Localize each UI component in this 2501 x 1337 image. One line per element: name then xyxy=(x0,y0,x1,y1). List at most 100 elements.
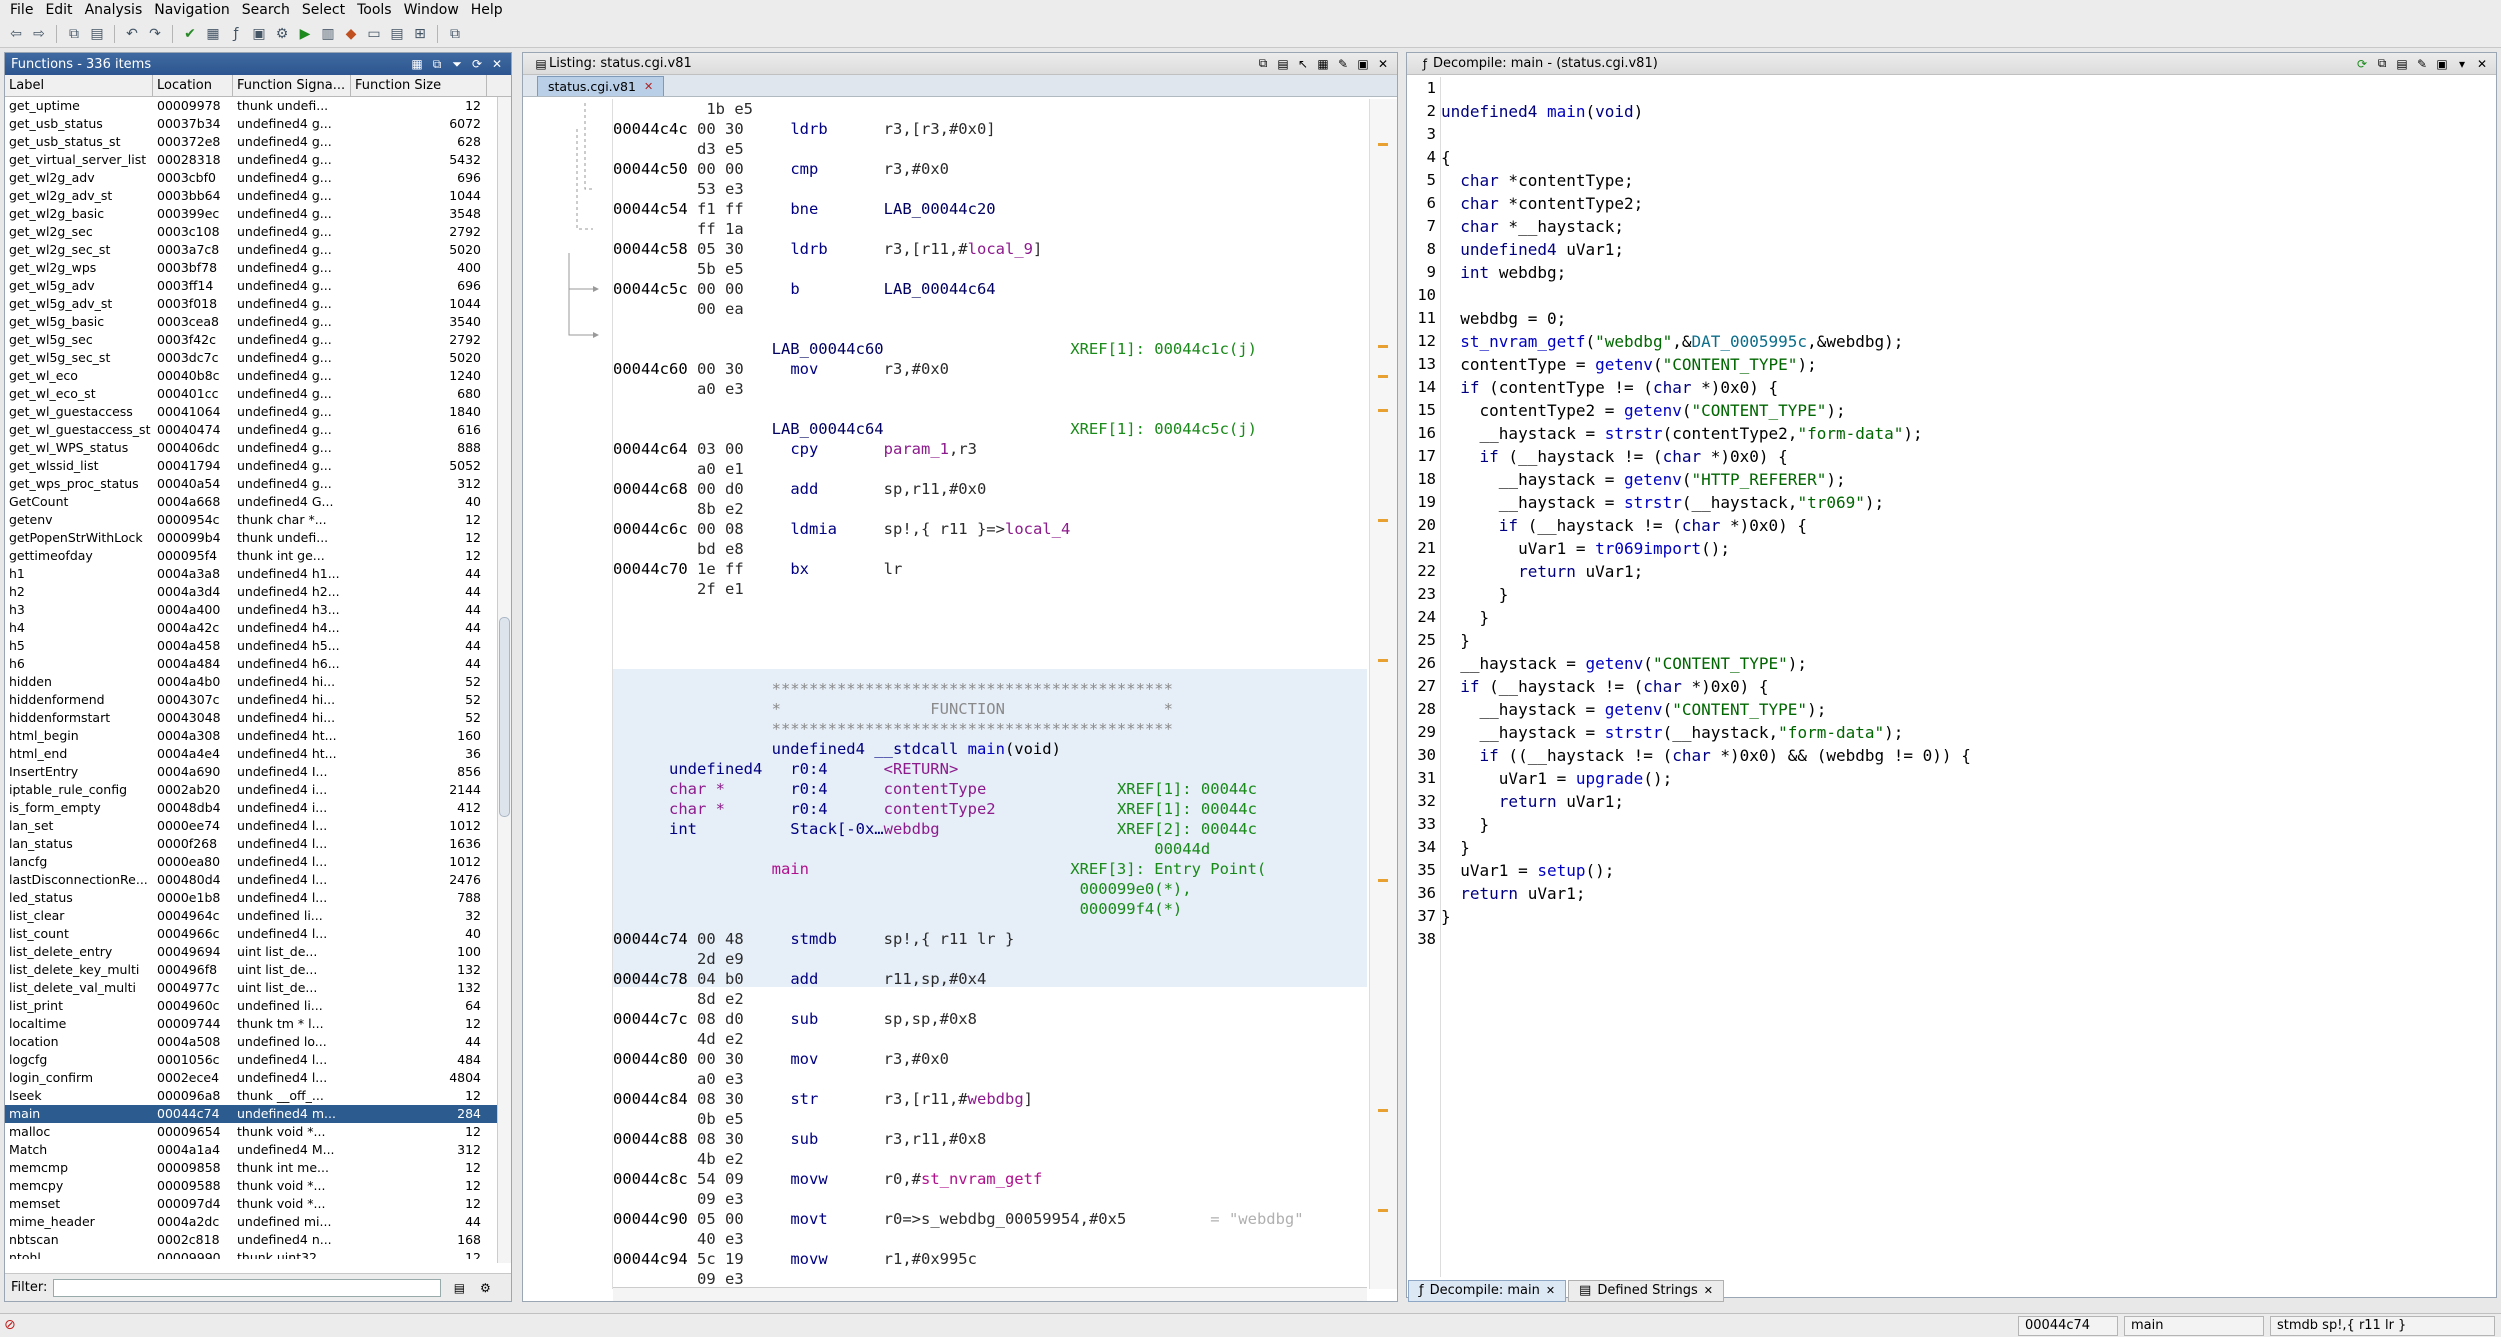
filter-input[interactable] xyxy=(53,1278,442,1297)
column-header-location[interactable]: Location xyxy=(153,75,233,96)
snapshot-icon[interactable]: ▣ xyxy=(1357,56,1369,71)
code-line[interactable] xyxy=(1441,928,2481,951)
paste-icon[interactable]: ▤ xyxy=(90,25,104,42)
menu-tools[interactable]: Tools xyxy=(357,2,392,18)
refresh-icon[interactable]: ⟳ xyxy=(471,57,483,71)
listing-line[interactable]: a0 e3 xyxy=(613,380,744,398)
listing-line[interactable]: 4b e2 xyxy=(613,1150,744,1168)
export-icon[interactable]: ▤ xyxy=(2396,56,2408,71)
listing-line[interactable]: 8b e2 xyxy=(613,500,744,518)
paste-icon[interactable]: ▤ xyxy=(1277,56,1289,71)
menu-icon[interactable]: ▾ xyxy=(2458,56,2466,71)
code-line[interactable]: char *__haystack; xyxy=(1460,217,1625,236)
menu-analysis[interactable]: Analysis xyxy=(84,2,143,18)
copy-icon[interactable]: ⧉ xyxy=(69,25,79,42)
snapshot-icon[interactable]: ▣ xyxy=(2436,56,2448,71)
listing-line[interactable]: 53 e3 xyxy=(613,180,744,198)
column-header-label[interactable]: Label xyxy=(5,75,153,96)
close-icon[interactable]: ✕ xyxy=(2476,56,2488,71)
undo-icon[interactable]: ↶ xyxy=(126,25,138,42)
code-line[interactable]: return uVar1; xyxy=(1518,562,1644,581)
code-line[interactable]: { xyxy=(1441,148,1451,167)
code-line[interactable]: __haystack = getenv("CONTENT_TYPE"); xyxy=(1479,700,1827,719)
code-line[interactable]: contentType = getenv("CONTENT_TYPE"); xyxy=(1460,355,1817,374)
listing-label[interactable]: LAB_00044c64 XREF[1]: 00044c5c(j) xyxy=(613,420,1257,438)
overview-marker[interactable] xyxy=(1378,375,1388,378)
copy-icon[interactable]: ⧉ xyxy=(1258,56,1268,70)
listing-line[interactable]: 5b e5 xyxy=(613,260,744,278)
code-line[interactable]: __haystack = strstr(__haystack,"form-dat… xyxy=(1479,723,1904,742)
listing-line[interactable]: 00044c88 08 30 sub r3,r11,#0x8 xyxy=(613,1130,987,1148)
overview-marker[interactable] xyxy=(1378,659,1388,662)
listing-line[interactable]: 00044c8c 54 09 movw r0,#st_nvram_getf xyxy=(613,1170,1043,1188)
column-header-signature[interactable]: Function Signa... xyxy=(233,75,351,96)
listing-line[interactable]: 2d e9 xyxy=(613,950,744,968)
listing-line[interactable]: 00044c84 08 30 str r3,[r11,#webdbg] xyxy=(613,1090,1033,1108)
decompiler-code[interactable]: undefined4 main(void) { char *contentTyp… xyxy=(1441,77,2481,1277)
listing-line[interactable]: a0 e1 xyxy=(613,460,744,478)
code-line[interactable]: } xyxy=(1441,608,1490,627)
overview-marker[interactable] xyxy=(1378,519,1388,522)
code-line[interactable]: __haystack = strstr(contentType2,"form-d… xyxy=(1479,424,1923,443)
filter-icon[interactable]: ⏷ xyxy=(452,56,462,71)
edit-icon[interactable]: ✎ xyxy=(1337,56,1349,71)
listing-line[interactable]: ff 1a xyxy=(613,220,744,238)
script-icon[interactable]: ▥ xyxy=(321,25,335,42)
code-line[interactable]: char *contentType; xyxy=(1460,171,1634,190)
listing-line[interactable]: 0b e5 xyxy=(613,1110,744,1128)
listing-line[interactable]: 00044c70 1e ff bx lr xyxy=(613,560,903,578)
tab-defined-strings[interactable]: ▤Defined Strings✕ xyxy=(1568,1280,1724,1302)
code-line[interactable]: uVar1 = tr069import(); xyxy=(1518,539,1731,558)
code-line[interactable]: } xyxy=(1441,585,1509,604)
overview-marker[interactable] xyxy=(1378,879,1388,882)
edit-icon[interactable]: ✎ xyxy=(2416,56,2428,71)
table-icon[interactable]: ▦ xyxy=(411,57,423,71)
listing-line[interactable]: 00044c60 00 30 mov r3,#0x0 xyxy=(613,360,949,378)
back-icon[interactable]: ⇦ xyxy=(10,25,22,42)
code-line[interactable]: webdbg = 0; xyxy=(1460,309,1567,328)
listing-line[interactable]: 00044c68 00 d0 add sp,r11,#0x0 xyxy=(613,480,987,498)
listing-line[interactable]: 00044c6c 00 08 ldmia sp!,{ r11 }=>local_… xyxy=(613,520,1071,538)
memory-icon[interactable]: ▤ xyxy=(390,25,404,42)
listing-line[interactable]: 40 e3 xyxy=(613,1230,744,1248)
code-line[interactable]: } xyxy=(1441,838,1470,857)
close-icon[interactable]: ✕ xyxy=(643,80,654,93)
code-line[interactable]: st_nvram_getf("webdbg",&DAT_0005995c,&we… xyxy=(1460,332,1904,351)
copy-icon[interactable]: ⧉ xyxy=(2377,56,2387,70)
menu-help[interactable]: Help xyxy=(470,2,503,18)
listing-line[interactable]: 00044c5c 00 00 b LAB_00044c64 xyxy=(613,280,996,298)
overview-marker[interactable] xyxy=(1378,1109,1388,1112)
disassemble-icon[interactable]: ▦ xyxy=(206,25,220,42)
code-line[interactable]: } xyxy=(1441,815,1490,834)
redo-icon[interactable]: ↷ xyxy=(149,25,161,42)
code-line[interactable]: if ((__haystack != (char *)0x0) && (webd… xyxy=(1479,746,1971,765)
code-line[interactable]: __haystack = strstr(__haystack,"tr069"); xyxy=(1498,493,1885,512)
